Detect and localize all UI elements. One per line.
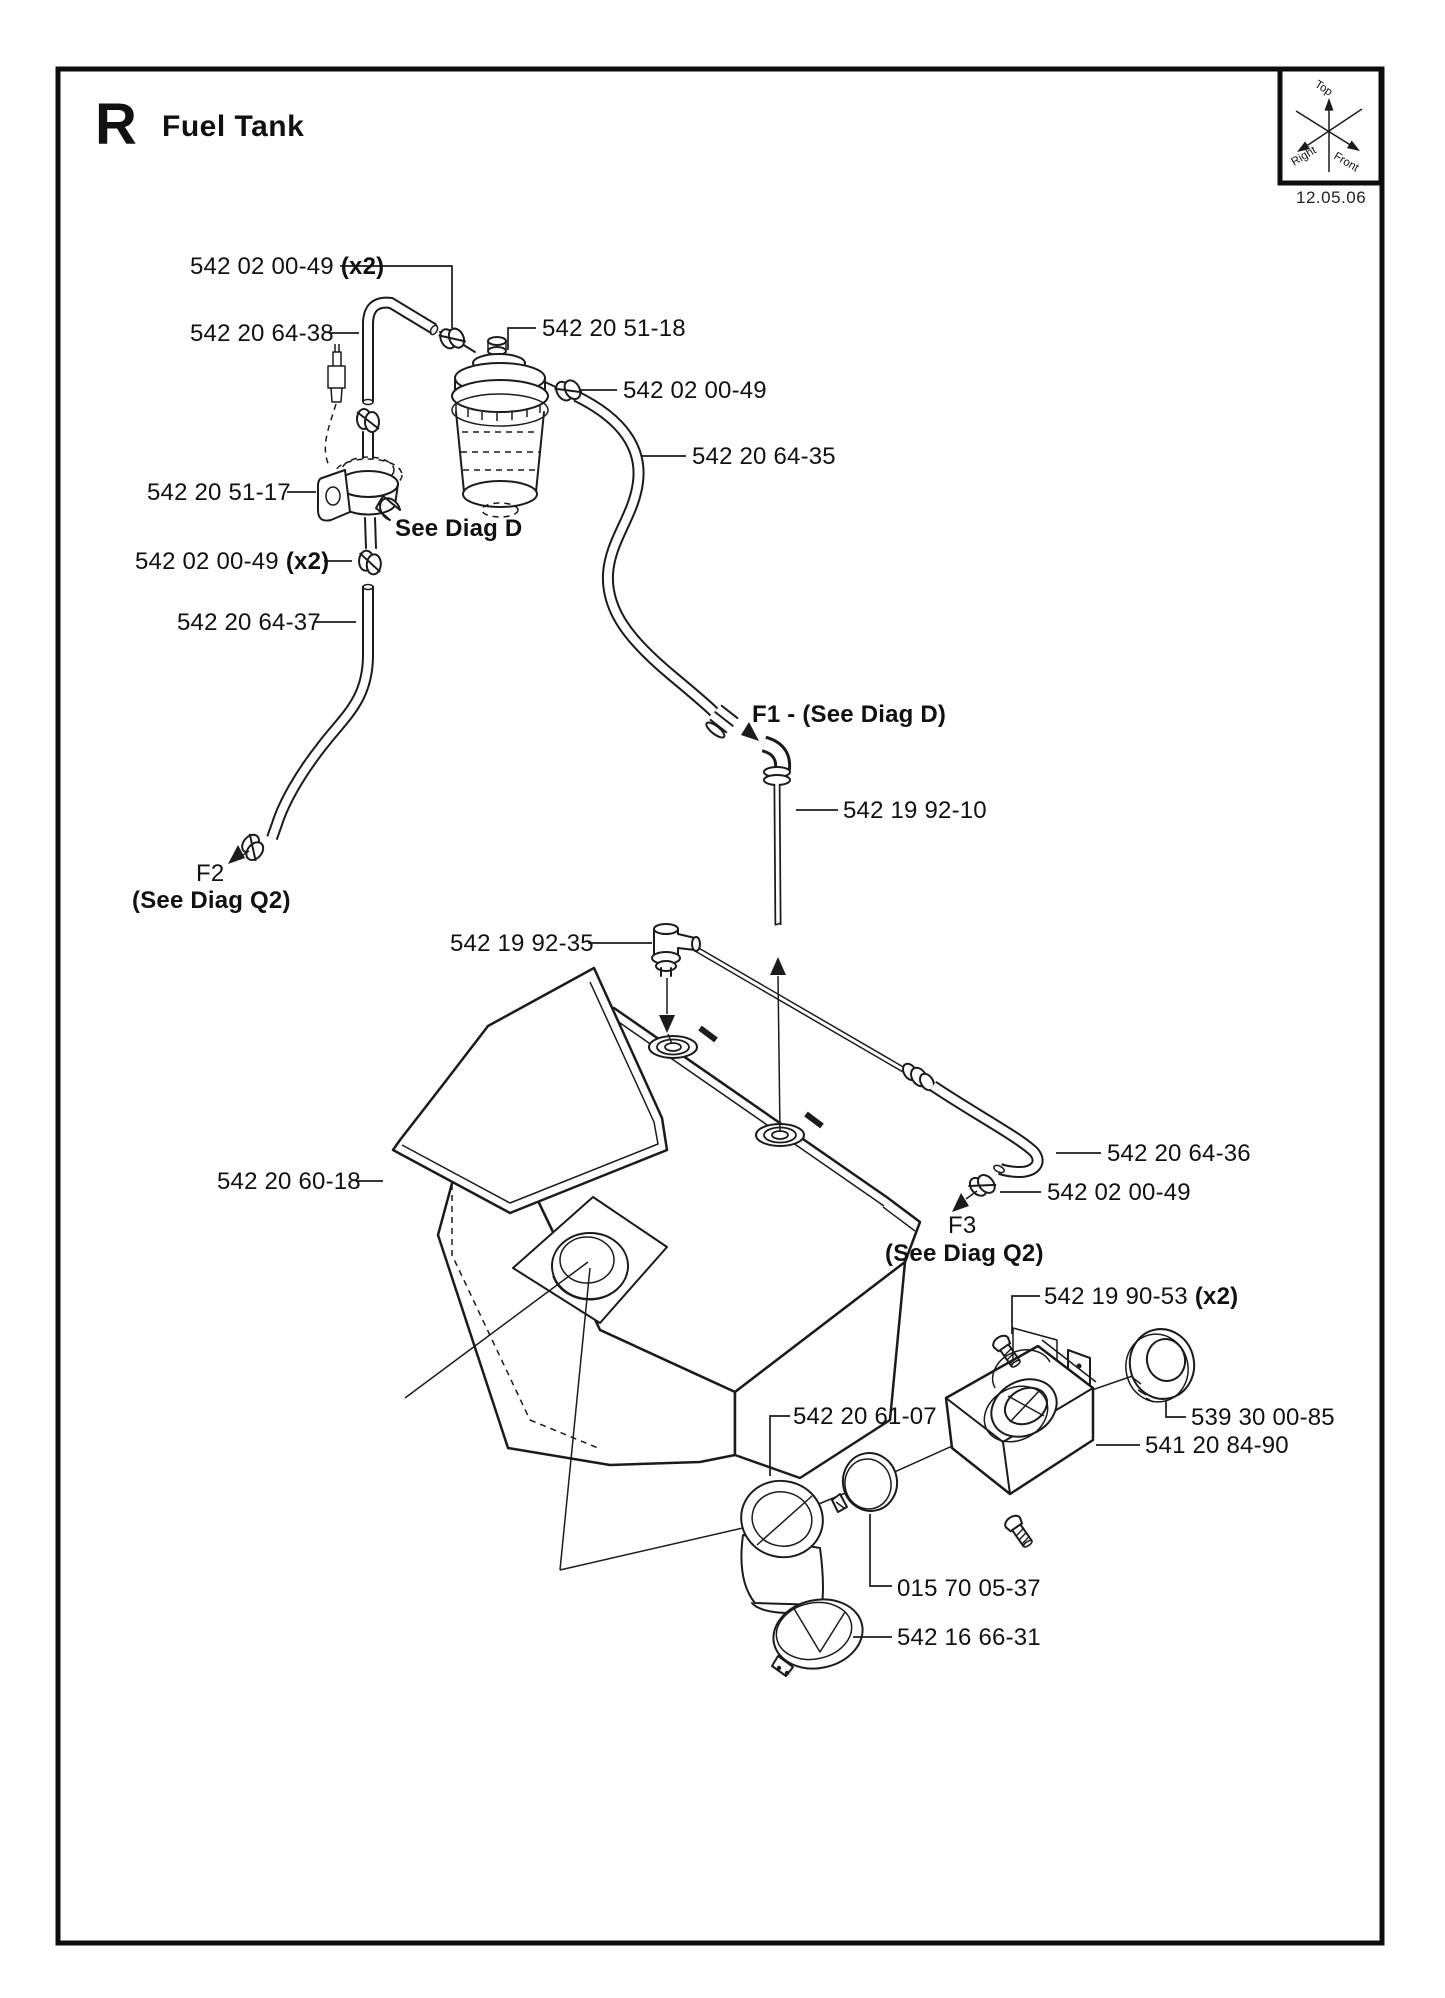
label-fuel-line: 542 19 92-10 [843, 797, 987, 824]
part-qty: (x2) [341, 253, 384, 280]
label-hose-filter-out: 542 20 64-35 [692, 443, 836, 470]
label-filler-housing: 541 20 84-90 [1145, 1432, 1289, 1459]
label-seal-ring: 539 30 00-85 [1191, 1404, 1335, 1431]
label-hose-valve-out: 542 20 64-37 [177, 609, 321, 636]
label-f3-ref: (See Diag Q2) [885, 1240, 1044, 1267]
part-qty: (x2) [1195, 1283, 1238, 1310]
tank-grommet-front [648, 1035, 698, 1059]
label-screw: 542 19 90-53 (x2) [1044, 1283, 1238, 1310]
clamp-valve-outlet [356, 549, 383, 576]
tick-mark [804, 1111, 824, 1129]
label-clamp-filter-out: 542 02 00-49 [623, 377, 767, 404]
revision-date: 12.05.06 [1296, 188, 1366, 207]
label-fuel-valve: 542 20 51-17 [147, 479, 291, 506]
seal-ring-drawing [1125, 1328, 1196, 1403]
part-number: 542 02 00-49 [190, 253, 334, 280]
label-f2-ref: (See Diag Q2) [132, 887, 291, 914]
clamp-f3 [965, 1168, 1000, 1203]
elbow-92-35-drawing [651, 923, 701, 977]
direction-arrows [228, 722, 978, 1212]
clamp-valve-inlet [356, 408, 380, 433]
label-filler-neck: 542 20 61-07 [793, 1403, 937, 1430]
valve-connector-drawing [324, 344, 346, 469]
section-letter: R [95, 92, 137, 157]
filler-housing-drawing [944, 1327, 1097, 1552]
housing-screw-bottom [1001, 1511, 1037, 1552]
neck-clamp-drawing [831, 1452, 899, 1513]
part-labels: 542 02 00-49 (x2) 542 20 64-38 542 20 51-… [132, 253, 1335, 1651]
orientation-compass: Top Right Front [1277, 66, 1384, 186]
fuel-valve-assembly-drawing [317, 344, 403, 549]
label-clamp-return: 542 02 00-49 [1047, 1179, 1191, 1206]
part-number: 542 02 00-49 [135, 548, 279, 575]
label-fuel-filter: 542 20 51-18 [542, 315, 686, 342]
label-hose-upper: 542 20 64-38 [190, 320, 334, 347]
label-filler-cap: 542 16 66-31 [897, 1624, 1041, 1651]
label-f3: F3 [948, 1212, 976, 1239]
hoses-drawing [266, 296, 1044, 1179]
label-f2: F2 [196, 860, 224, 887]
label-f1: F1 - (See Diag D) [752, 701, 946, 728]
page-frame: R Fuel Tank Top Right Front 12.05.06 [55, 66, 1385, 1946]
label-see-diag-d: See Diag D [395, 515, 522, 542]
label-hose-return: 542 20 64-36 [1107, 1140, 1251, 1167]
label-fuel-tank: 542 20 60-18 [217, 1168, 361, 1195]
filler-cap-drawing [771, 1598, 864, 1677]
leader-lines [287, 265, 1186, 1638]
part-qty: (x2) [286, 548, 329, 575]
f1-fitting [705, 704, 739, 739]
label-hose-clamp: 015 70 05-37 [897, 1575, 1041, 1602]
tick-mark [698, 1025, 718, 1043]
hose-64-38 [362, 296, 438, 402]
tank-cover-plate-drawing [391, 966, 669, 1215]
part-number: 542 19 90-53 [1044, 1283, 1188, 1310]
label-elbow-fitting: 542 19 92-35 [450, 930, 594, 957]
label-clamp-valve: 542 02 00-49 (x2) [135, 548, 329, 575]
filler-neck-assembly-drawing [740, 1327, 1196, 1677]
fuel-filter-assembly-drawing [439, 331, 561, 518]
page-title: Fuel Tank [162, 110, 304, 143]
filler-opening [551, 1232, 629, 1300]
label-clamp-upper: 542 02 00-49 (x2) [190, 253, 384, 280]
filler-neck-drawing [740, 1479, 825, 1614]
